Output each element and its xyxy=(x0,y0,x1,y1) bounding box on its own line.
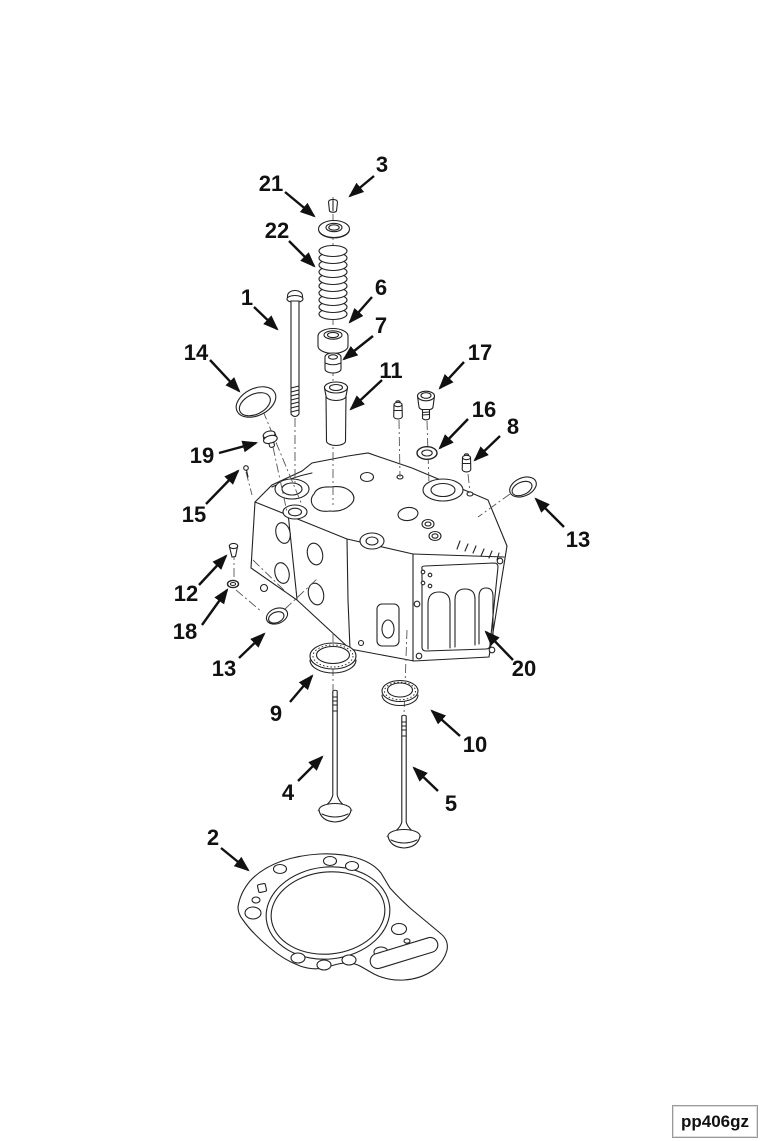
figure-code-box: pp406gz xyxy=(672,1105,758,1138)
cup-plug-part13-left xyxy=(265,607,289,625)
o-ring-part16 xyxy=(416,446,438,461)
stud-part1 xyxy=(286,290,304,418)
pin-part8 xyxy=(461,453,472,473)
valve-collet-part3 xyxy=(327,198,339,213)
pin-part15 xyxy=(243,465,249,478)
fitting-part17 xyxy=(416,390,436,421)
callout-21: 21 xyxy=(259,171,283,196)
callout-5: 5 xyxy=(445,791,457,816)
spring-seat-part6 xyxy=(317,327,349,355)
figure-code: pp406gz xyxy=(680,1111,750,1131)
callout-11: 11 xyxy=(379,358,402,383)
callout-6: 6 xyxy=(375,275,387,300)
callout-labels: 3 21 22 1 6 7 14 11 17 16 8 13 19 15 12 … xyxy=(173,152,590,850)
callout-9: 9 xyxy=(270,701,282,726)
valve-part5 xyxy=(386,714,422,849)
callout-14: 14 xyxy=(184,340,209,365)
callout-16: 16 xyxy=(472,397,496,422)
callout-18: 18 xyxy=(173,619,197,644)
callout-arrows xyxy=(198,175,565,872)
cylinder-head-part20 xyxy=(250,452,508,662)
valve-seat-part9 xyxy=(309,642,357,674)
callout-2: 2 xyxy=(207,825,219,850)
callout-3: 3 xyxy=(376,152,388,177)
stem-seal-part7 xyxy=(324,352,342,374)
valve-guide-part11 xyxy=(323,381,349,447)
callout-22: 22 xyxy=(265,218,289,243)
callout-20: 20 xyxy=(512,656,536,681)
callout-17: 17 xyxy=(468,340,492,365)
callout-1: 1 xyxy=(241,285,253,310)
callout-4: 4 xyxy=(282,780,295,805)
callout-19: 19 xyxy=(190,443,214,468)
pin-unlabeled xyxy=(393,400,403,420)
screw-part12 xyxy=(228,542,239,558)
callout-13-left: 13 xyxy=(212,656,236,681)
plug-part19 xyxy=(262,430,278,448)
callout-7: 7 xyxy=(375,313,387,338)
valve-seat-part10 xyxy=(381,679,419,707)
head-gasket-part2 xyxy=(237,853,448,981)
cup-plug-part13-right xyxy=(509,476,537,498)
callout-12: 12 xyxy=(174,581,198,606)
o-ring-part18 xyxy=(226,579,240,589)
callout-10: 10 xyxy=(463,732,487,757)
valve-spring-part22 xyxy=(318,244,348,321)
callout-15: 15 xyxy=(182,502,206,527)
valve-part4 xyxy=(317,689,353,823)
callout-8: 8 xyxy=(507,414,519,439)
cup-plug-part14 xyxy=(235,386,277,418)
callout-13-right: 13 xyxy=(566,527,590,552)
spring-retainer-part21 xyxy=(317,219,351,239)
